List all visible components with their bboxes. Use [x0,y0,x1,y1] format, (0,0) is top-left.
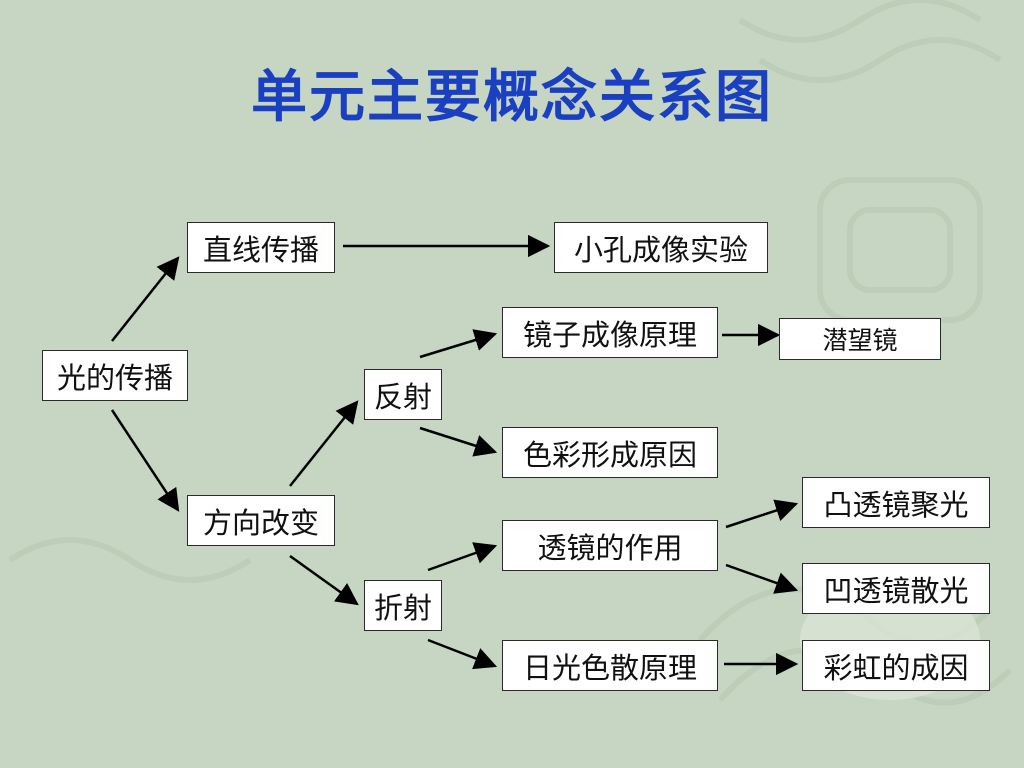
node-convex-lens: 凸透镜聚光 [802,477,990,528]
node-straight-propagation: 直线传播 [187,222,335,273]
arrow-lens-to-convex [725,499,799,529]
node-direction-change: 方向改变 [187,495,335,546]
node-rainbow-cause: 彩虹的成因 [802,640,990,691]
arrow-light-to-straight [111,256,180,342]
node-pinhole-experiment: 小孔成像实验 [554,222,768,273]
node-refraction: 折射 [364,580,442,631]
node-light-propagation: 光的传播 [42,350,188,401]
node-concave-lens: 凹透镜散光 [802,563,990,614]
arrow-refraction-to-lens [427,542,498,572]
arrow-lens-to-concave [725,563,799,594]
node-mirror-principle: 镜子成像原理 [502,307,718,358]
node-lens-function: 透镜的作用 [502,520,718,571]
node-color-formation: 色彩形成原因 [502,427,718,478]
node-dispersion-principle: 日光色散原理 [502,640,718,691]
arrow-reflection-to-mirror [419,329,498,359]
arrow-light-to-direction [110,409,180,512]
arrow-direction-to-refraction [289,554,359,606]
arrow-direction-to-reflection [289,400,359,487]
node-periscope: 潜望镜 [779,318,941,360]
arrow-reflection-to-color [419,426,498,457]
arrow-refraction-to-dispersion [427,638,498,670]
page-title: 单元主要概念关系图 [251,64,773,130]
node-reflection: 反射 [364,369,442,420]
